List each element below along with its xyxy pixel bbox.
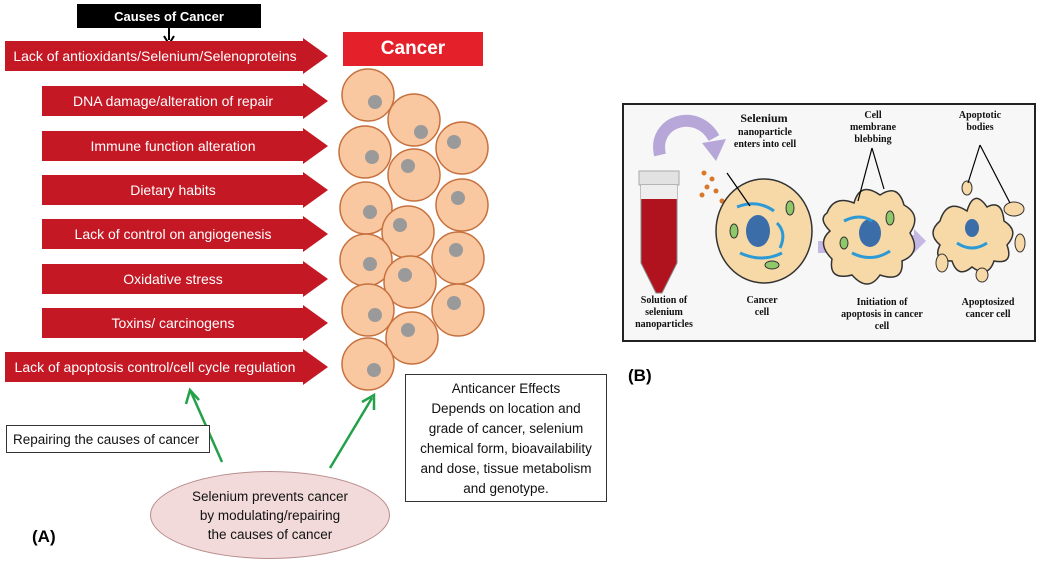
selenium-line: Selenium prevents cancer — [191, 488, 349, 504]
initiation-label: Initiation of apoptosis in cancer cell — [830, 297, 934, 333]
cancer-cell-label: Cancer cell — [735, 295, 789, 319]
cause-label: DNA damage/alteration of repair — [73, 93, 273, 109]
panel-b-label: (B) — [628, 366, 652, 385]
blebbing-cell-icon — [822, 188, 916, 285]
cell-membrane-label: Cell membrane blebbing — [840, 110, 906, 146]
cancer-label-box: Cancer — [343, 32, 483, 66]
repair-label-box: Repairing the causes of cancer — [6, 425, 210, 453]
selenium-sub-line: enters into cell — [733, 139, 797, 150]
selenium-sub-line: nanoparticle — [738, 127, 792, 138]
solution-label: Solution of selenium nanoparticles — [628, 295, 700, 331]
effects-line: Anticancer Effects — [451, 381, 561, 396]
initiation-line: Initiation of — [856, 297, 908, 308]
apoptosized-line: cancer cell — [965, 309, 1011, 320]
membrane-line: blebbing — [854, 134, 892, 145]
effects-line: and genotype. — [463, 481, 549, 496]
panel-b-graphics — [638, 114, 1026, 294]
apoptosized-label: Apoptosized cancer cell — [950, 297, 1026, 321]
cancer-cell-cluster — [338, 68, 489, 391]
cause-label: Dietary habits — [130, 182, 216, 198]
causes-title: Causes of Cancer — [77, 4, 261, 28]
cause-label: Lack of antioxidants/Selenium/Selenoprot… — [13, 48, 297, 64]
cancer-cell-icon — [715, 178, 813, 284]
curved-arrow-head — [702, 139, 726, 161]
test-tube-icon — [638, 170, 680, 294]
effects-line: and dose, tissue metabolism — [420, 461, 592, 476]
cause-label: Immune function alteration — [90, 138, 256, 154]
membrane-line: Cell — [864, 110, 882, 121]
effects-line: grade of cancer, selenium — [428, 421, 584, 436]
selenium-title: Selenium — [740, 111, 788, 125]
membrane-line: membrane — [849, 122, 897, 133]
selenium-line: by modulating/repairing — [199, 507, 341, 523]
cause-label: Oxidative stress — [123, 271, 223, 287]
selenium-line: the causes of cancer — [207, 526, 333, 542]
selenium-subtitle: nanoparticle enters into cell — [722, 127, 808, 151]
cause-label: Toxins/ carcinogens — [111, 315, 235, 331]
apoptosized-line: Apoptosized — [961, 297, 1015, 308]
effects-line: chemical form, bioavailability — [420, 441, 592, 456]
anticancer-effects-box: Anticancer Effects Depends on location a… — [405, 374, 607, 502]
cancer-cell-line: cell — [754, 307, 770, 318]
green-arrow-right — [328, 392, 376, 469]
selenium-prevents-ellipse: Selenium prevents cancer by modulating/r… — [150, 471, 390, 559]
initiation-line: apoptosis in cancer — [841, 309, 923, 320]
panel-a-label: (A) — [32, 527, 56, 546]
solution-line: nanoparticles — [635, 319, 693, 330]
apoptotic-bodies-label: Apoptotic bodies — [946, 110, 1014, 134]
apoptotic-line: Apoptotic — [958, 110, 1002, 121]
solution-line: Solution of — [640, 295, 688, 306]
apoptotic-cell-icon — [932, 180, 1026, 283]
solution-line: selenium — [645, 307, 683, 318]
effects-line: Depends on location and — [431, 401, 581, 416]
cancer-cell-line: Cancer — [746, 295, 778, 306]
apoptotic-line: bodies — [966, 122, 994, 133]
cause-label: Lack of control on angiogenesis — [74, 226, 272, 242]
initiation-line: cell — [874, 321, 890, 332]
cause-label: Lack of apoptosis control/cell cycle reg… — [14, 359, 296, 375]
